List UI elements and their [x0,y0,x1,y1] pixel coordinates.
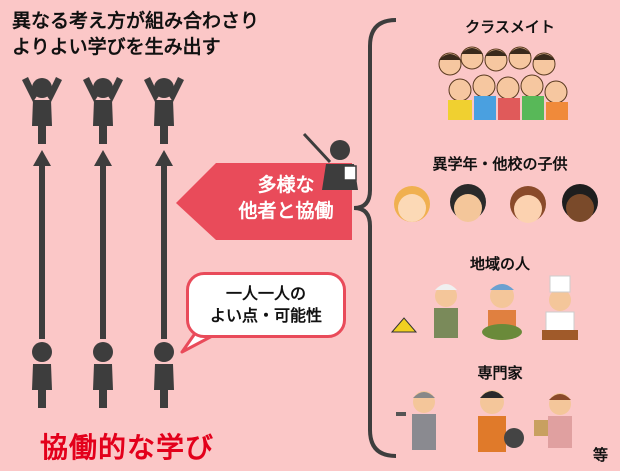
growth-arrows [33,150,173,339]
children-faces-icon [394,184,598,223]
farmer-figure [482,284,522,340]
worker-figure [390,284,458,338]
callout-red-shape [176,163,352,240]
group-label-other-children: 異学年・他校の子供 [432,155,568,173]
classmates-group-icon [438,46,568,120]
arrow-3 [155,150,173,339]
group-label-classmates: クラスメイト [465,18,555,36]
arrow-1 [33,150,51,339]
headline-line-1: 異なる考え方が組み合わさり [12,10,260,32]
headline-line-2: よりよい学びを生み出す [12,36,221,58]
community-people-icon [390,275,578,340]
callout-red: 多様な 他者と協働 [226,172,346,224]
person-bottom-1 [32,342,52,408]
experts-icon [396,390,572,452]
person-bottom-2 [93,342,113,408]
astronaut-figure [478,390,524,452]
etc-label: 等 [593,446,609,464]
person-top-1 [22,77,62,144]
person-bottom-3 [154,342,174,408]
bracket [353,18,397,458]
person-top-2 [83,77,123,144]
chef-figure [542,275,578,340]
group-label-community: 地域の人 [469,255,530,273]
callout-red-line-1: 多様な [257,174,315,196]
headline: 異なる考え方が組み合わさり よりよい学びを生み出す [12,8,259,60]
artist-figure [534,393,572,448]
mechanic-figure [396,391,436,450]
group-label-experts: 専門家 [477,364,523,382]
person-top-3 [144,77,184,144]
callout-white: 一人一人の よい点・可能性 [190,283,342,327]
arrow-2 [94,150,112,339]
footer-title: 協働的な学び [40,431,215,464]
bottom-figures [32,342,174,408]
callout-white-line-1: 一人一人の [225,284,306,303]
callout-red-line-2: 他者と協働 [238,200,334,222]
top-figures [22,77,184,144]
callout-white-bubble [186,272,346,338]
callout-white-line-2: よい点・可能性 [209,306,322,325]
teacher-icon [302,132,358,190]
